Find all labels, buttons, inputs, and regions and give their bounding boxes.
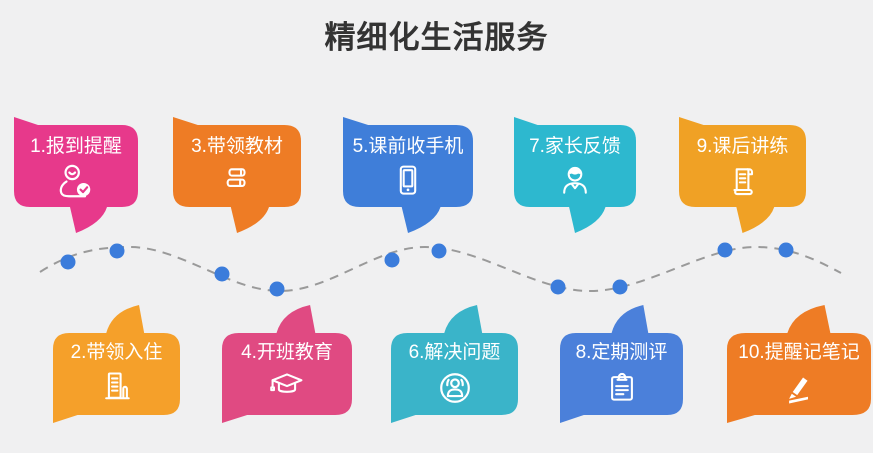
- step-bubble-8: 8.定期测评: [560, 303, 683, 423]
- step-bubble-4: 4.开班教育: [222, 303, 352, 423]
- speech-bubble-shape: [53, 305, 180, 423]
- timeline-dot: [717, 242, 733, 258]
- step-label: 8.定期测评: [575, 342, 668, 363]
- timeline-dots: [60, 242, 794, 297]
- step-bubble-10: 10.提醒记笔记: [727, 303, 871, 423]
- speech-bubble-shape: [391, 305, 518, 423]
- timeline-dashed-line: [39, 245, 842, 293]
- step-bubble-6: 6.解决问题: [391, 303, 518, 423]
- clipboard-icon: [610, 372, 633, 401]
- timeline-dot: [60, 254, 76, 270]
- step-bubble-7: 7.家长反馈: [514, 117, 636, 237]
- step-label: 4.开班教育: [241, 342, 333, 363]
- step-label: 10.提醒记笔记: [738, 342, 860, 363]
- parent-icon: [563, 166, 587, 194]
- timeline-dot: [778, 242, 794, 258]
- speech-bubble-shape: [727, 305, 871, 423]
- speech-bubble-shape: [14, 117, 138, 233]
- step-label: 6.解决问题: [408, 342, 501, 363]
- step-label: 3.带领教材: [191, 136, 283, 157]
- step-bubble-1: 1.报到提醒: [14, 117, 138, 237]
- pencil-icon: [789, 377, 808, 404]
- timeline-dot: [109, 243, 125, 259]
- person-check-icon: [59, 164, 91, 198]
- graduation-cap-icon: [270, 373, 303, 393]
- timeline-dot: [612, 279, 628, 295]
- step-label: 9.课后讲练: [696, 136, 789, 157]
- step-bubble-9: 9.课后讲练: [679, 117, 806, 237]
- timeline-dot: [384, 252, 400, 268]
- step-bubble-3: 3.带领教材: [173, 117, 301, 237]
- timeline-dot: [431, 243, 447, 259]
- timeline-dot: [269, 281, 285, 297]
- speech-bubble-shape: [560, 305, 683, 423]
- scroll-icon: [732, 168, 753, 196]
- speech-bubble-shape: [222, 305, 352, 423]
- step-bubble-5: 5.课前收手机: [343, 117, 473, 237]
- step-label: 2.带领入住: [70, 342, 163, 363]
- building-icon: [104, 372, 130, 400]
- step-label: 1.报到提醒: [30, 136, 122, 157]
- speech-bubble-shape: [514, 117, 636, 233]
- timeline-dot: [214, 266, 230, 282]
- step-label: 7.家长反馈: [529, 136, 621, 157]
- speech-bubble-shape: [343, 117, 473, 233]
- step-bubble-2: 2.带领入住: [53, 303, 180, 423]
- step-label: 5.课前收手机: [352, 136, 464, 157]
- support-person-icon: [439, 373, 470, 403]
- page-title: 精细化生活服务: [324, 20, 549, 55]
- timeline-dot: [550, 279, 566, 295]
- smartphone-icon: [399, 165, 417, 195]
- books-icon: [226, 168, 246, 187]
